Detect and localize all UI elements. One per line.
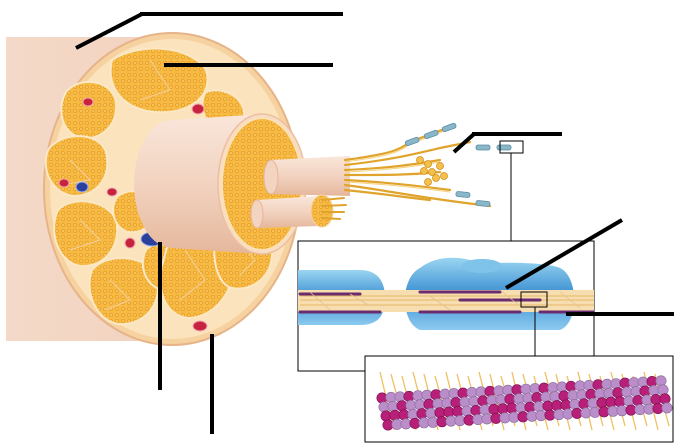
tubulin-subunit — [658, 385, 668, 395]
tubulin-subunit — [656, 376, 666, 386]
small-fascicle-lower — [251, 195, 346, 228]
tubulin-subunit — [662, 403, 672, 413]
tubulin-subunit — [660, 394, 670, 404]
